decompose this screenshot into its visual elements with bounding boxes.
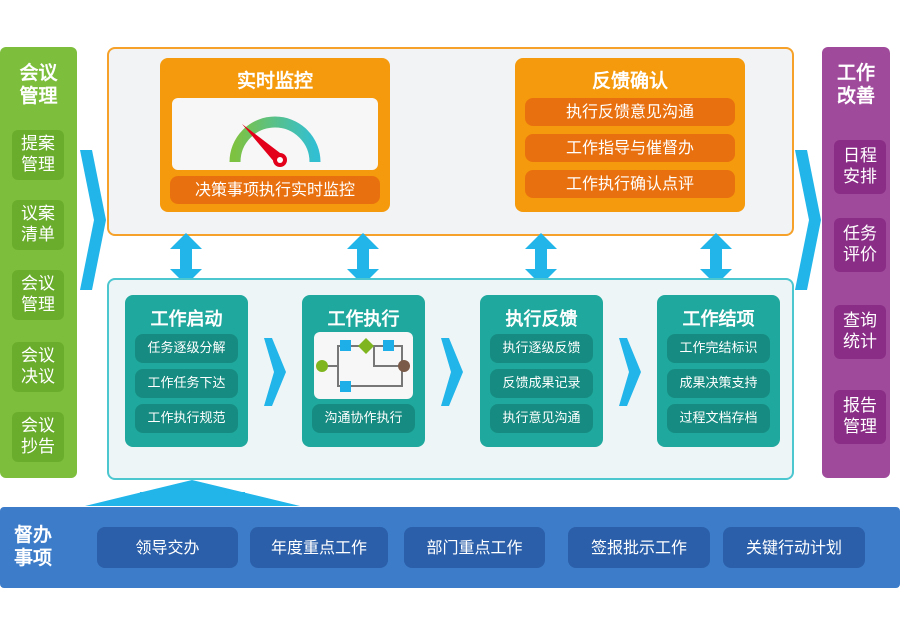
stage-item[interactable]: 过程文档存档: [667, 404, 770, 433]
feedback-item[interactable]: 工作指导与催督办: [525, 134, 735, 162]
left-item-resolution[interactable]: 会议决议: [12, 342, 64, 392]
supervision-item-department-work[interactable]: 部门重点工作: [404, 527, 545, 568]
right-item-statistics[interactable]: 查询统计: [834, 305, 886, 359]
stage-item[interactable]: 执行意见沟通: [490, 404, 593, 433]
left-column-meeting: 会议管理 提案管理 议案清单 会议管理 会议决议 会议抄告: [0, 47, 77, 478]
right-column-improvement: 工作改善 日程安排 任务评价 查询统计 报告管理: [822, 47, 890, 478]
feedback-item[interactable]: 工作执行确认点评: [525, 170, 735, 198]
stage-title: 工作启动: [150, 309, 223, 330]
stage-item[interactable]: 任务逐级分解: [135, 334, 238, 363]
stage-title: 工作执行: [327, 309, 400, 330]
left-item-notice[interactable]: 会议抄告: [12, 412, 64, 462]
stage-title: 工作结项: [682, 309, 755, 330]
right-arrow-icon: [441, 338, 463, 406]
supervision-item-instructions[interactable]: 签报批示工作: [568, 527, 710, 568]
flowchart-panel: [314, 332, 413, 399]
gauge-icon: [229, 116, 321, 167]
stage-close: 工作结项 工作完结标识 成果决策支持 过程文档存档: [657, 295, 780, 447]
left-item-proposal[interactable]: 提案管理: [12, 130, 64, 180]
double-arrow-icon: [170, 233, 202, 285]
right-item-evaluation[interactable]: 任务评价: [834, 218, 886, 272]
double-arrow-icon: [700, 233, 732, 285]
stage-item[interactable]: 反馈成果记录: [490, 369, 593, 398]
double-arrow-icon: [525, 233, 557, 285]
stage-item[interactable]: 工作完结标识: [667, 334, 770, 363]
right-column-title: 工作改善: [836, 62, 875, 107]
right-arrow-icon: [619, 338, 641, 406]
supervision-item-annual-key-work[interactable]: 年度重点工作: [250, 527, 388, 568]
stage-start: 工作启动 任务逐级分解 工作任务下达 工作执行规范: [125, 295, 248, 447]
right-item-schedule[interactable]: 日程安排: [834, 140, 886, 194]
stage-item[interactable]: 工作任务下达: [135, 369, 238, 398]
feedback-card: 反馈确认 执行反馈意见沟通 工作指导与催督办 工作执行确认点评: [515, 58, 745, 212]
stage-item[interactable]: 工作执行规范: [135, 404, 238, 433]
flowchart-icon: [316, 338, 410, 392]
stage-item[interactable]: 成果决策支持: [667, 369, 770, 398]
stage-execute: 工作执行 沟通协作执行: [302, 295, 425, 447]
stage-item[interactable]: 执行逐级反馈: [490, 334, 593, 363]
supervision-title: 督办事项: [14, 524, 53, 569]
right-arrow-icon: [80, 150, 106, 290]
stage-title: 执行反馈: [505, 309, 578, 330]
monitor-title: 实时监控: [236, 70, 313, 92]
feedback-title: 反馈确认: [591, 70, 668, 92]
right-arrow-icon: [264, 338, 286, 406]
supervision-item-leader-assigned[interactable]: 领导交办: [97, 527, 238, 568]
left-item-meeting-management[interactable]: 会议管理: [12, 270, 64, 320]
supervision-item-action-plan[interactable]: 关键行动计划: [723, 527, 865, 568]
gauge-panel: [172, 98, 378, 170]
stage-item[interactable]: 沟通协作执行: [312, 404, 415, 433]
up-arrow-icon: [85, 480, 300, 506]
right-arrow-icon: [795, 150, 821, 290]
left-item-agenda-list[interactable]: 议案清单: [12, 200, 64, 250]
monitor-item[interactable]: 决策事项执行实时监控: [170, 176, 380, 204]
feedback-item[interactable]: 执行反馈意见沟通: [525, 98, 735, 126]
stage-feedback: 执行反馈 执行逐级反馈 反馈成果记录 执行意见沟通: [480, 295, 603, 447]
monitor-card: 实时监控 决策事项执行实时监控: [160, 58, 390, 212]
double-arrow-icon: [347, 233, 379, 285]
left-column-title: 会议管理: [19, 62, 58, 107]
right-item-report[interactable]: 报告管理: [834, 390, 886, 444]
